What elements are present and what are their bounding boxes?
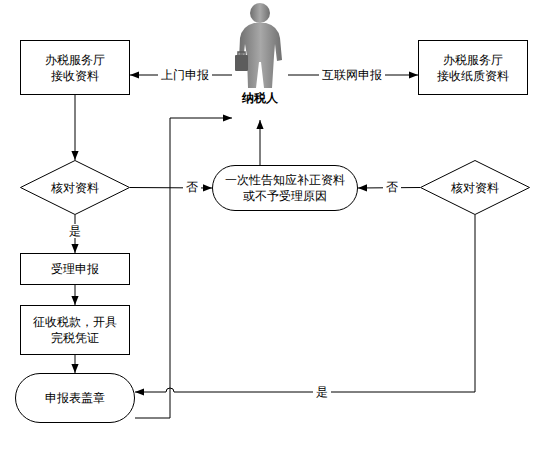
connector-line xyxy=(75,285,76,305)
node-text: 办税服务厅 接收资料 xyxy=(21,52,129,84)
node-text: 征收税款，开具 完税凭证 xyxy=(21,314,129,346)
node-text: 受理申报 xyxy=(47,261,103,277)
taxpayer-node: 纳税人 xyxy=(232,0,288,120)
node-text: 核对资料 xyxy=(447,180,503,196)
connector-line xyxy=(260,120,261,165)
connector-line xyxy=(135,215,475,392)
process-box: 受理申报 xyxy=(20,253,130,285)
rounded-outline xyxy=(212,165,358,211)
connector-line xyxy=(135,118,232,418)
process-box: 办税服务厅 接收纸质资料 xyxy=(418,40,528,95)
node-text: 一次性告知应补正资料 或不予受理原因 xyxy=(212,172,358,204)
person-head xyxy=(250,3,270,23)
node-text: 办税服务厅 接收纸质资料 xyxy=(419,52,527,84)
edge-label: 是 xyxy=(313,385,331,399)
node-text: 申报表盖章 xyxy=(41,390,109,406)
rounded-shape xyxy=(213,166,358,211)
process-box: 办税服务厅 接收资料 xyxy=(20,40,130,95)
edge-label: 上门申报 xyxy=(158,68,212,82)
edge-label: 互联网申报 xyxy=(319,68,385,82)
diamond-shape xyxy=(421,161,530,215)
decision-diamond: 核对资料 xyxy=(420,160,530,215)
node-text: 核对资料 xyxy=(47,180,103,196)
briefcase-handle xyxy=(238,52,245,55)
edge-label: 否 xyxy=(183,180,201,194)
terminal-box: 申报表盖章 xyxy=(15,373,135,423)
process-box: 征收税款，开具 完税凭证 xyxy=(20,305,130,355)
diamond-shape xyxy=(21,161,130,215)
connector-line xyxy=(75,95,76,160)
person-briefcase xyxy=(235,55,248,71)
rounded-shape xyxy=(16,374,135,423)
terminal-box: 一次性告知应补正资料 或不予受理原因 xyxy=(212,165,358,211)
node-text: 纳税人 xyxy=(238,90,282,106)
decision-diamond: 核对资料 xyxy=(20,160,130,215)
connector-line xyxy=(75,355,76,373)
edge-label: 否 xyxy=(383,180,401,194)
edge-label: 是 xyxy=(66,224,84,238)
person-figure xyxy=(235,3,282,88)
